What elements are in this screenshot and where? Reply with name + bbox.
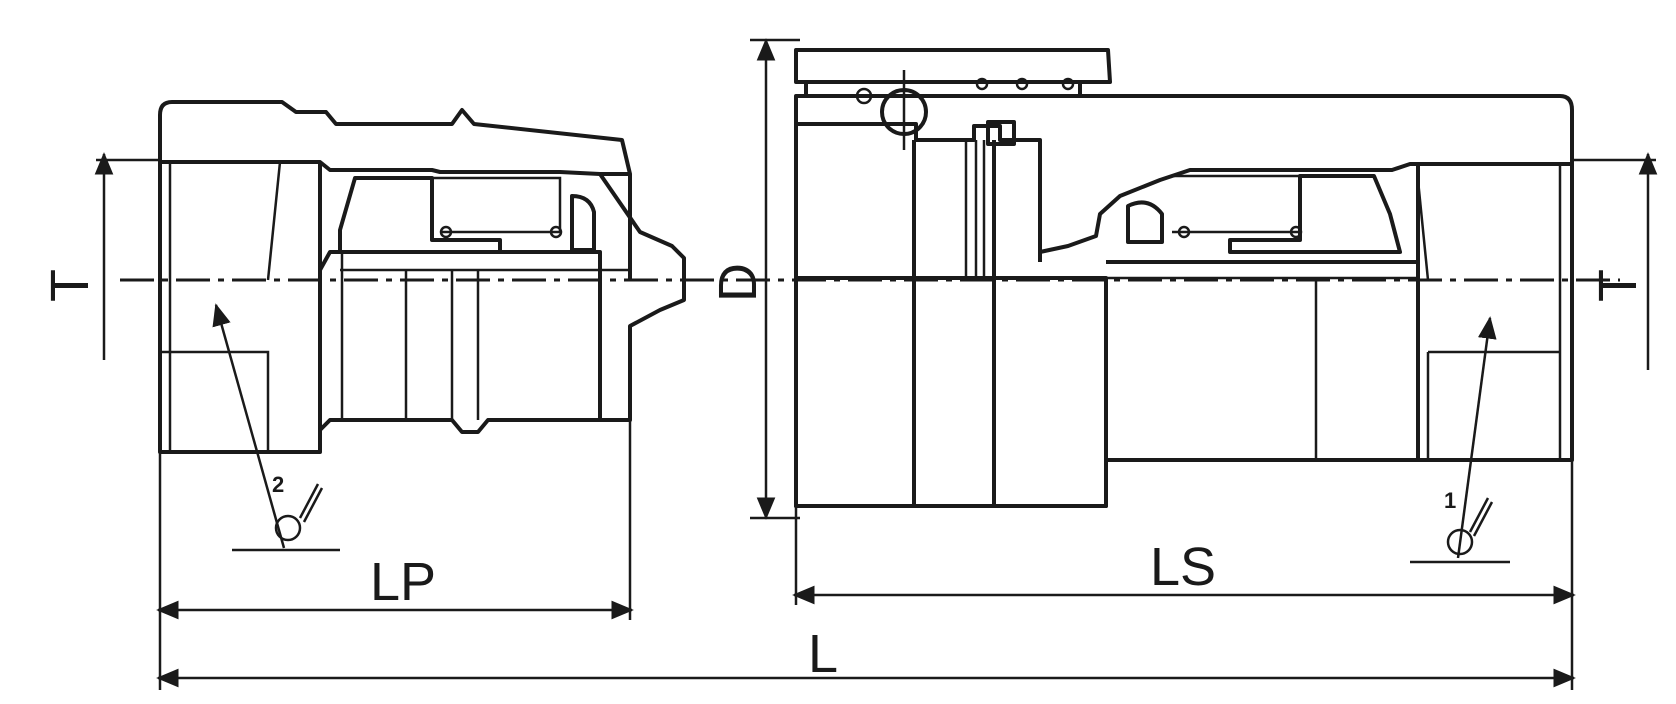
seal-callout-right: [1410, 316, 1510, 564]
seal-callout-left: [212, 303, 340, 552]
label-d: D: [708, 263, 768, 302]
label-lp: LP: [370, 552, 436, 612]
label-seal-2: 2: [272, 472, 284, 497]
socket-body: [794, 48, 1574, 508]
label-ls: LS: [1150, 537, 1216, 597]
label-l: L: [808, 624, 838, 684]
label-t-left: T: [40, 269, 100, 302]
label-t-right: T: [1588, 269, 1648, 302]
plug-body: [158, 100, 686, 454]
dimension-lines: [94, 38, 1658, 690]
label-seal-1: 1: [1444, 488, 1456, 513]
